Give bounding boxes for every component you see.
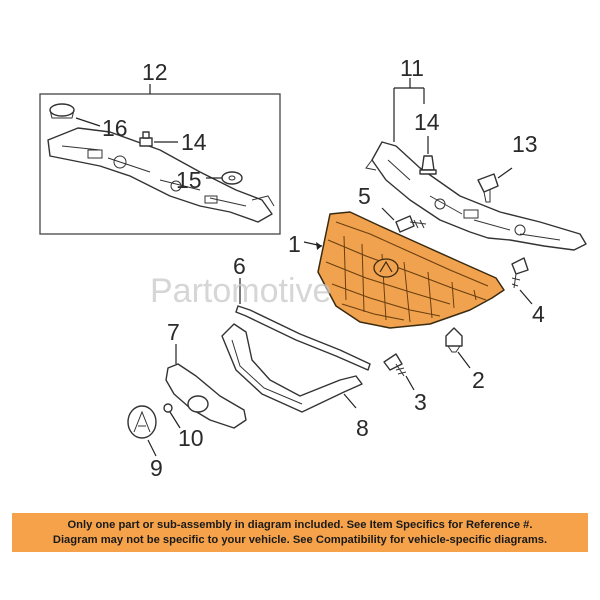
callout-14-right: 14 (414, 109, 440, 135)
callout-13: 13 (512, 131, 538, 157)
clip-16 (49, 103, 101, 127)
callout-7: 7 (167, 319, 180, 345)
bolt-14-left (139, 131, 178, 147)
clip-14-right (419, 136, 437, 175)
upper-support-bracket-right (365, 141, 587, 251)
callout-16: 16 (102, 115, 128, 141)
callout-15: 15 (176, 167, 202, 193)
disclaimer-banner: Only one part or sub-assembly in diagram… (12, 513, 588, 552)
disclaimer-line-2: Diagram may not be specific to your vehi… (52, 533, 548, 546)
grille-molding-8 (221, 323, 363, 413)
front-grille-1 (317, 211, 505, 329)
callout-12: 12 (142, 59, 168, 85)
disclaimer-line-1: Only one part or sub-assembly in diagram… (67, 518, 533, 531)
callout-2: 2 (472, 367, 485, 393)
callout-8: 8 (356, 415, 369, 441)
clip-2 (445, 327, 471, 369)
callout-4: 4 (532, 301, 545, 327)
molding-strip-6 (235, 278, 371, 371)
screw-4 (511, 257, 533, 305)
emblem-9 (127, 405, 157, 457)
screw-5 (381, 207, 427, 233)
upper-support-bracket-left (47, 127, 275, 223)
screw-3 (383, 353, 415, 391)
arrow-1 (316, 242, 322, 250)
watermark: Partomotive (150, 272, 331, 310)
clip-13 (477, 167, 513, 203)
callout-5: 5 (358, 183, 371, 209)
callout-10: 10 (178, 425, 204, 451)
nut-15 (206, 171, 243, 185)
assembly-12-box (39, 93, 281, 235)
callout-3: 3 (414, 389, 427, 415)
callout-11: 11 (400, 55, 424, 81)
chrome-garnish-7 (165, 344, 247, 429)
callout-9: 9 (150, 455, 163, 481)
callout-6: 6 (233, 253, 246, 279)
washer-10 (163, 403, 181, 429)
callout-1: 1 (288, 231, 301, 257)
callout-14-left: 14 (181, 129, 207, 155)
